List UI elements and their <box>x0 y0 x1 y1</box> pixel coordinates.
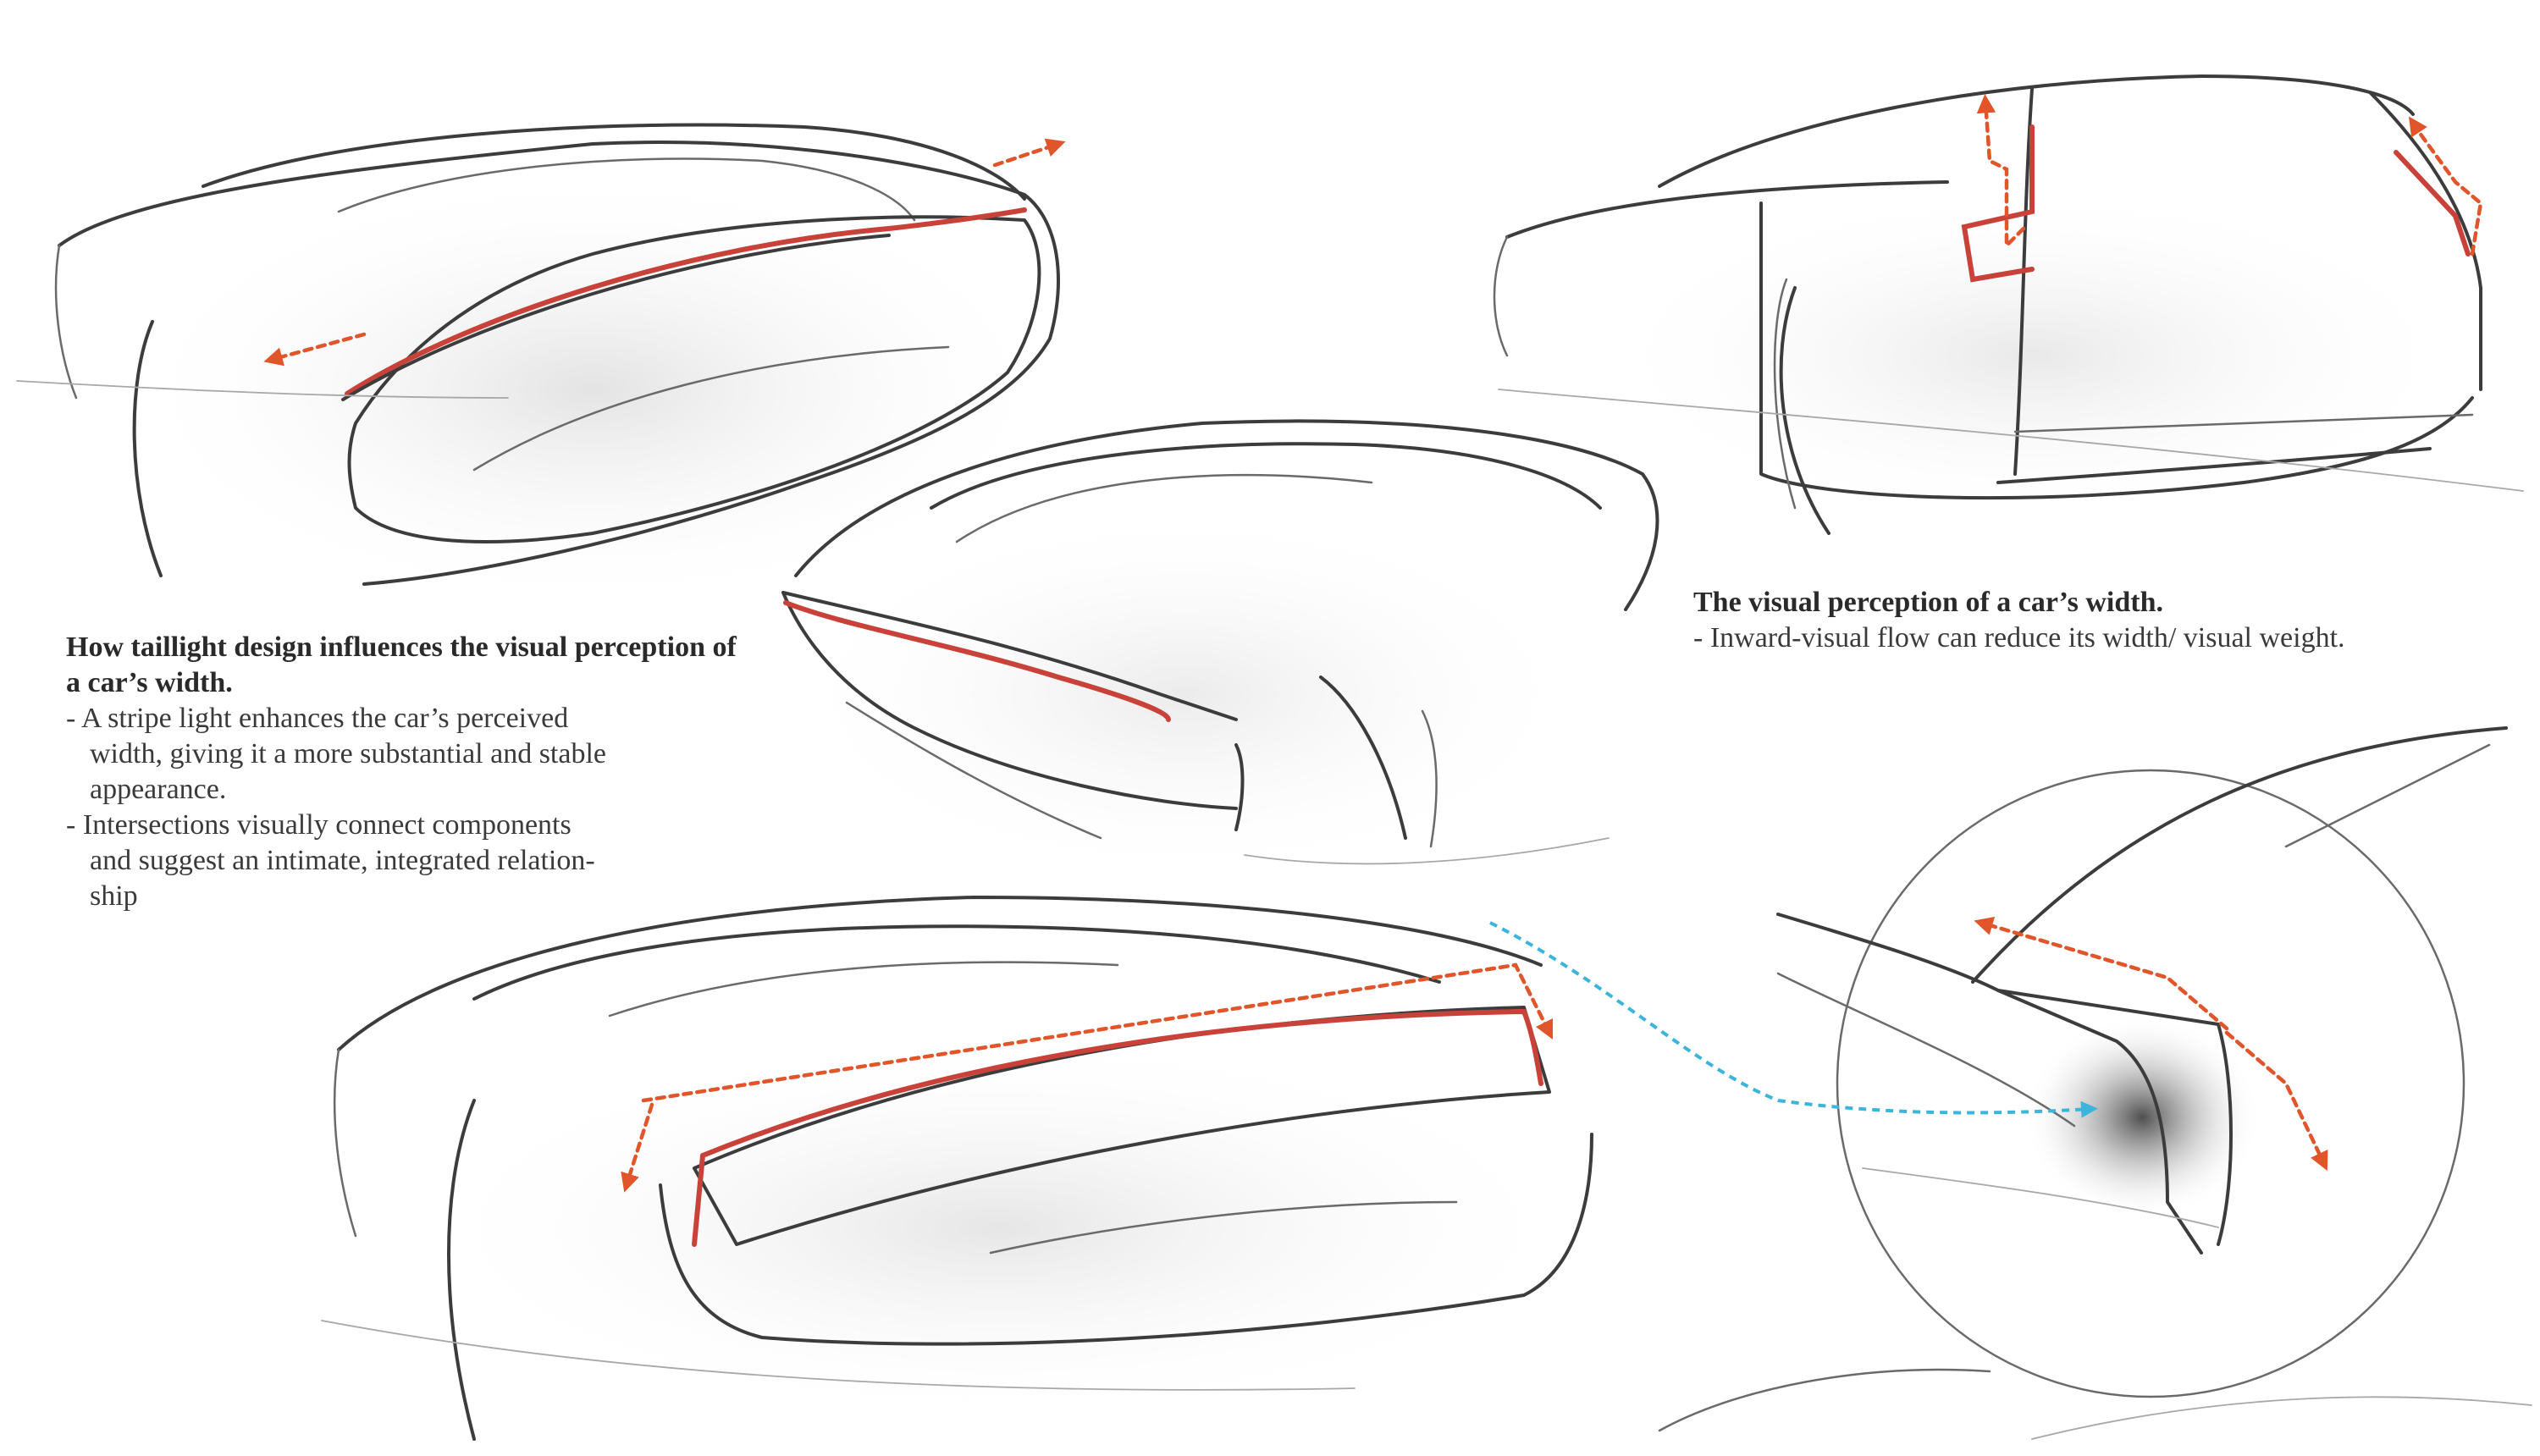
note-left-bullet-1-line-2: width, giving it a more substantial and … <box>90 738 607 769</box>
note-left-bullet-2-line-2: and suggest an intimate, integrated rela… <box>90 845 595 876</box>
partial-sketch-bottom-right <box>1658 1368 2532 1440</box>
note-left-heading: How taillight design influences the visu… <box>66 631 737 698</box>
note-left-bullet-1-line-1: - A stripe light enhances the car’s perc… <box>66 703 569 734</box>
note-left-bullet-2-line-1: - Intersections visually connect compone… <box>66 809 572 841</box>
car-sketch-top-left <box>16 123 1067 609</box>
note-taillight-influence: How taillight design influences the visu… <box>66 630 743 914</box>
note-left-bullet-2-line-3: ship <box>90 880 138 912</box>
car-sketch-bottom <box>321 896 1593 1441</box>
car-sketch-center <box>779 419 1659 880</box>
note-visual-perception: The visual perception of a car’s width. … <box>1693 585 2506 656</box>
note-right-heading: The visual perception of a car’s width. <box>1693 587 2164 618</box>
note-right-bullet-1: - Inward-visual flow can reduce its widt… <box>1693 622 2345 654</box>
suv-sketch-top-right <box>1493 74 2524 535</box>
note-left-bullet-1-line-3: appearance. <box>90 774 227 805</box>
taillight-detail-circle <box>1489 726 2508 1398</box>
